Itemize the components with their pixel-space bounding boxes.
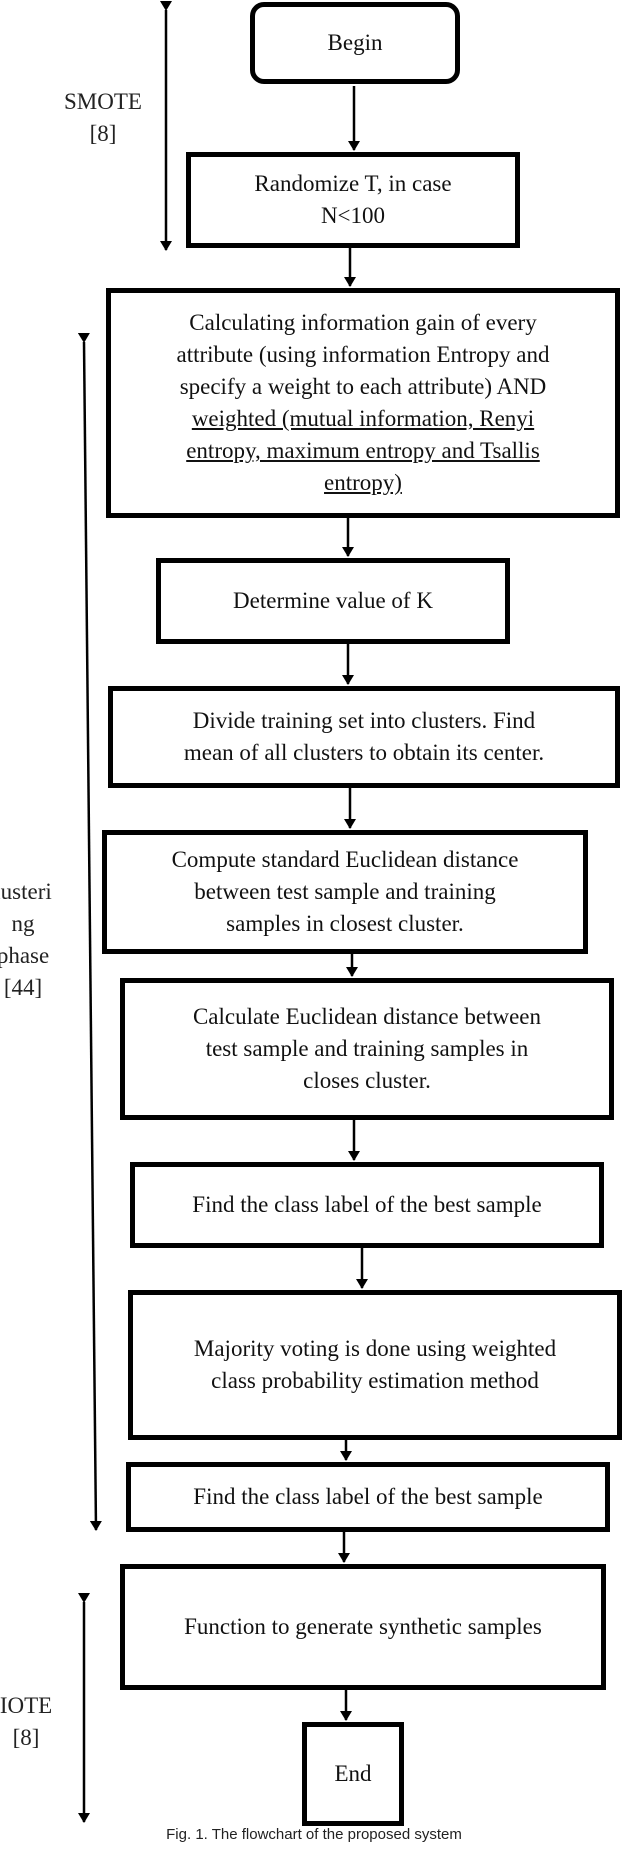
smote-bottom-label-line2: [8] <box>12 1725 40 1750</box>
clustering-label-line3: phase <box>0 943 50 968</box>
voting-line1: Majority voting is done using weighted <box>193 1336 557 1361</box>
euclid-line1: Calculate Euclidean distance between <box>192 1004 542 1029</box>
smote-top-label-line1: SMOTE <box>64 89 142 114</box>
infogain-line6: entropy) <box>324 470 402 495</box>
clustering-phase-label: lusteri ng phase [44] <box>0 876 56 1004</box>
standard-distance-step: Compute standard Euclidean distance betw… <box>102 830 588 954</box>
class-label-step-2: Find the class label of the best sample <box>126 1462 610 1532</box>
voting-line2: class probability estimation method <box>211 1368 539 1393</box>
clustering-span-arrow <box>77 332 102 1531</box>
begin-label: Begin <box>327 30 383 55</box>
smote-bottom-label: IOTE [8] <box>0 1690 56 1754</box>
infogain-line1: Calculating information gain of every <box>189 310 537 335</box>
infogain-line3: specify a weight to each attribute) AND <box>179 374 547 399</box>
infogain-line4: weighted (mutual information, Renyi <box>191 406 535 431</box>
euclid-line3: closes cluster. <box>303 1068 431 1093</box>
class-label-step-1: Find the class label of the best sample <box>130 1162 604 1248</box>
randomize-step: Randomize T, in case N<100 <box>186 152 520 248</box>
divide-line2: mean of all clusters to obtain its cente… <box>183 740 545 765</box>
infogain-line5: entropy, maximum entropy and Tsallis <box>186 438 540 463</box>
euclid-line2: test sample and training samples in <box>205 1036 529 1061</box>
smote-top-label-line2: [8] <box>89 121 117 146</box>
class-label-1-text: Find the class label of the best sample <box>192 1192 542 1217</box>
information-gain-step: Calculating information gain of every at… <box>106 288 620 518</box>
divide-clusters-step: Divide training set into clusters. Find … <box>108 686 620 788</box>
clustering-label-line4: [44] <box>3 975 43 1000</box>
randomize-line1: Randomize T, in case <box>254 171 452 196</box>
divide-line1: Divide training set into clusters. Find <box>192 708 536 733</box>
end-terminal: End <box>302 1722 404 1826</box>
figure-caption: Fig. 1. The flowchart of the proposed sy… <box>166 1826 462 1843</box>
smote-bottom-label-line1: IOTE <box>0 1693 53 1718</box>
clustering-label-line2: ng <box>11 911 35 936</box>
infogain-line2: attribute (using information Entropy and <box>176 342 550 367</box>
synthetic-label: Function to generate synthetic samples <box>184 1614 542 1639</box>
begin-terminal: Begin <box>250 2 460 84</box>
class-label-2-text: Find the class label of the best sample <box>193 1484 543 1509</box>
standard-line3: samples in closest cluster. <box>226 911 464 936</box>
randomize-line2: N<100 <box>320 203 386 228</box>
synthetic-samples-step: Function to generate synthetic samples <box>120 1564 606 1690</box>
standard-line1: Compute standard Euclidean distance <box>171 847 519 872</box>
standard-line2: between test sample and training <box>194 879 496 904</box>
smote-top-label: SMOTE [8] <box>48 86 158 150</box>
euclidean-distance-step: Calculate Euclidean distance between tes… <box>120 978 614 1120</box>
determine-k-step: Determine value of K <box>156 558 510 644</box>
clustering-label-line1: lusteri <box>0 879 52 904</box>
determine-k-label: Determine value of K <box>233 588 433 613</box>
end-label: End <box>334 1761 372 1786</box>
majority-voting-step: Majority voting is done using weighted c… <box>128 1290 622 1440</box>
